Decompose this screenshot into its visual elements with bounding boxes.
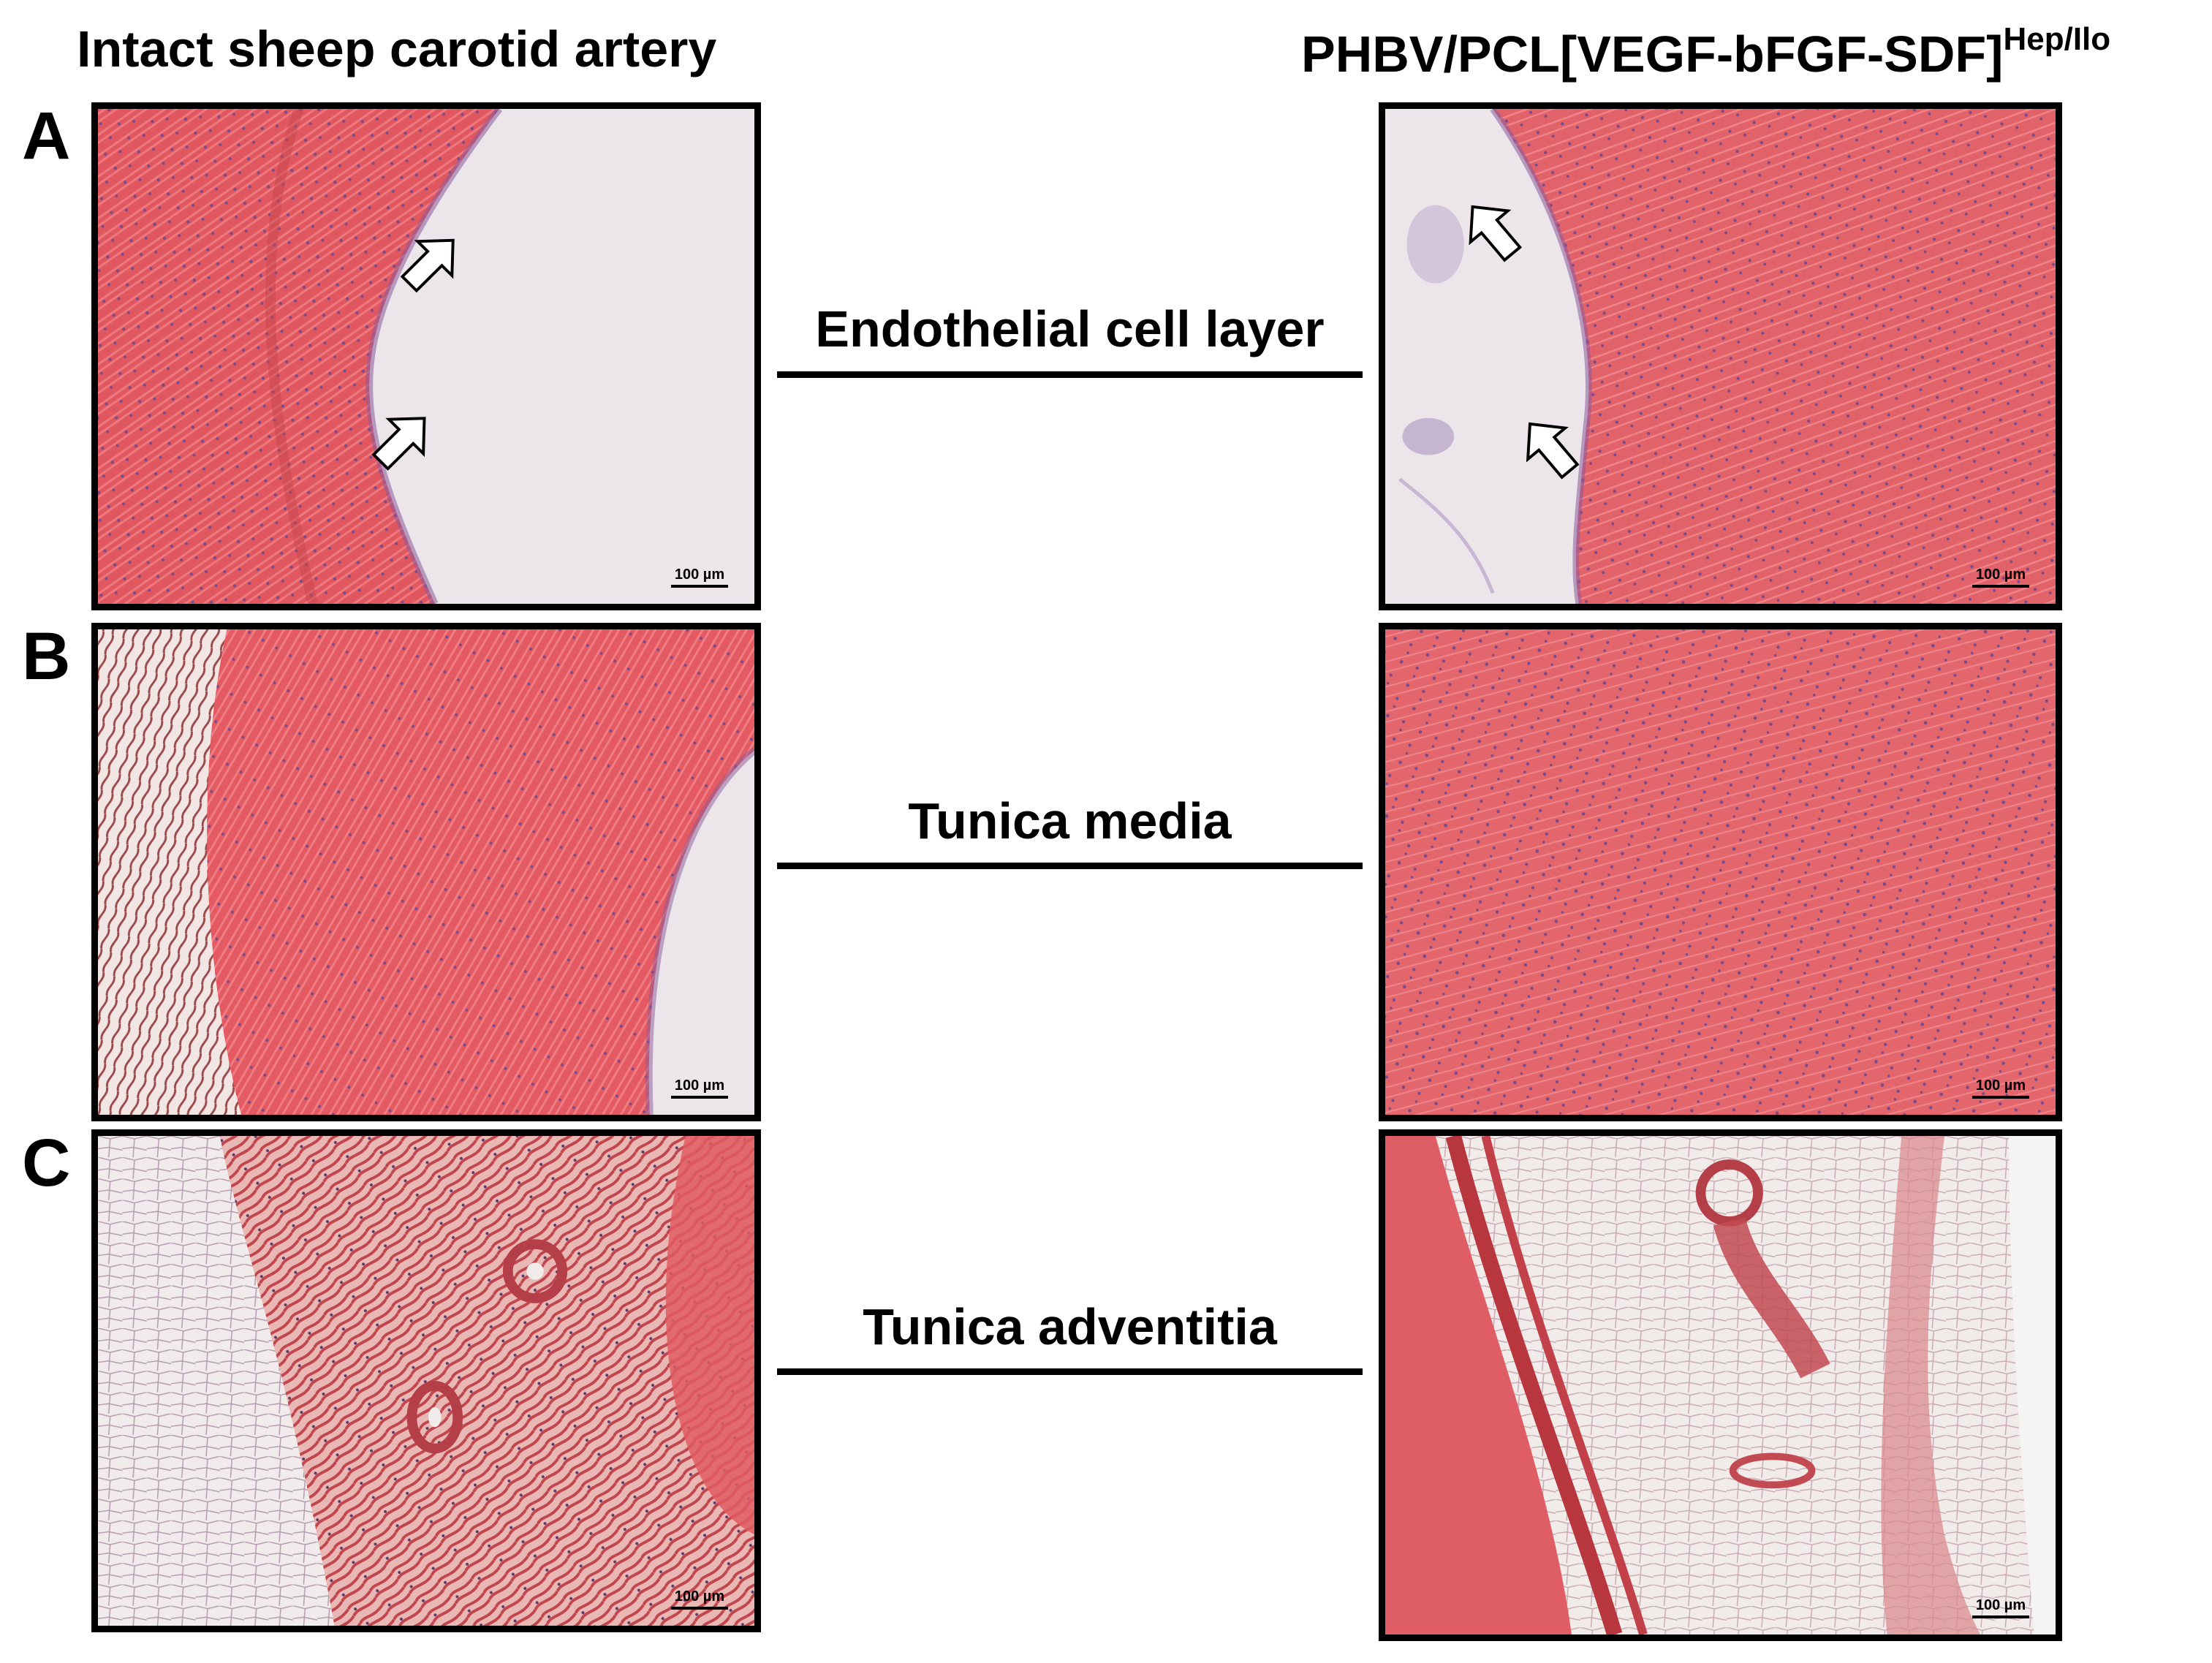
- histology-image: [98, 629, 754, 1115]
- scale-bar-line: [671, 1096, 728, 1099]
- label-tunica-media: Tunica media: [908, 792, 1232, 849]
- label-endothelial-cell-layer: Endothelial cell layer: [815, 300, 1325, 357]
- scale-bar-label: 100 µm: [674, 567, 725, 583]
- connector-line-endothelial: [777, 371, 1363, 378]
- left-column-title: Intact sheep carotid artery: [77, 20, 717, 77]
- histology-image: [1385, 1136, 2056, 1634]
- arrow-icon: [400, 238, 455, 293]
- scale-bar: 100 µm: [1972, 567, 2029, 588]
- histology-image: [98, 109, 754, 604]
- scale-bar-label: 100 µm: [1975, 1597, 2026, 1613]
- row-letter-a: A: [22, 99, 71, 173]
- micrograph-intact-endothelial: 100 µm: [91, 102, 761, 610]
- scale-bar-line: [671, 1607, 728, 1610]
- histology-image: [1385, 629, 2056, 1115]
- histology-image: [1385, 109, 2056, 604]
- right-column-title: PHBV/PCL[VEGF-bFGF-SDF]Hep/Ilo: [1301, 23, 2110, 80]
- connector-line-adventitia: [777, 1368, 1363, 1375]
- scale-bar-label: 100 µm: [674, 1077, 725, 1094]
- histology-image: [98, 1136, 754, 1626]
- connector-line-media: [777, 863, 1363, 869]
- micrograph-intact-adventitia: 100 µm: [91, 1129, 761, 1632]
- arrow-icon: [1469, 205, 1523, 262]
- scale-bar-line: [671, 585, 728, 588]
- micrograph-graft-adventitia: 100 µm: [1379, 1129, 2062, 1641]
- arrow-icon: [1526, 422, 1580, 480]
- micrograph-graft-media: 100 µm: [1379, 623, 2062, 1121]
- scale-bar-label: 100 µm: [1975, 1077, 2026, 1094]
- row-letter-c: C: [22, 1126, 71, 1200]
- row-letter-b: B: [22, 619, 71, 694]
- micrograph-graft-endothelial: 100 µm: [1379, 102, 2062, 610]
- scale-bar: 100 µm: [1972, 1597, 2029, 1618]
- right-column-title-superscript: Hep/Ilo: [2003, 21, 2111, 57]
- scale-bar-label: 100 µm: [674, 1588, 725, 1605]
- scale-bar-line: [1972, 1615, 2029, 1618]
- scale-bar: 100 µm: [671, 1588, 728, 1610]
- scale-bar-line: [1972, 1096, 2029, 1099]
- scale-bar: 100 µm: [671, 567, 728, 588]
- scale-bar-line: [1972, 585, 2029, 588]
- label-tunica-adventitia: Tunica adventitia: [863, 1298, 1277, 1355]
- micrograph-intact-media: 100 µm: [91, 623, 761, 1121]
- arrow-icon: [371, 417, 426, 471]
- scale-bar-label: 100 µm: [1975, 567, 2026, 583]
- scale-bar: 100 µm: [1972, 1077, 2029, 1099]
- scale-bar: 100 µm: [671, 1077, 728, 1099]
- right-column-title-main: PHBV/PCL[VEGF-bFGF-SDF]: [1301, 26, 2004, 83]
